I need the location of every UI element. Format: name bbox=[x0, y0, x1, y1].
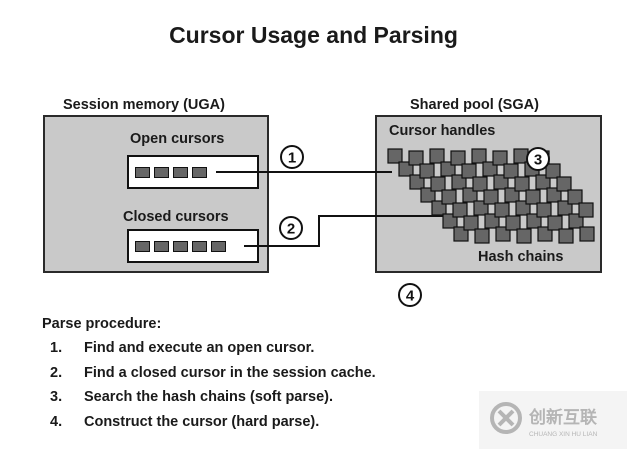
open-cursor-slot bbox=[173, 166, 188, 178]
procedure-step: 2. Find a closed cursor in the session ca… bbox=[50, 365, 376, 390]
step-text: Find and execute an open cursor. bbox=[84, 340, 315, 356]
cursor-handle-block bbox=[483, 189, 499, 205]
cursor-handle-block bbox=[514, 176, 530, 192]
step-text: Construct the cursor (hard parse). bbox=[84, 413, 320, 430]
cursor-handle-block bbox=[387, 148, 403, 164]
cursor-handle-block bbox=[429, 148, 445, 164]
watermark-logo: 创新互联 CHUANG XIN HU LIAN bbox=[479, 391, 627, 449]
open-cursor-slot bbox=[154, 166, 169, 178]
closed-cursor-slot bbox=[154, 240, 169, 252]
watermark-brand: 创新互联 bbox=[528, 407, 597, 428]
step-number: 4. bbox=[50, 413, 63, 430]
step-text: Search the hash chains (soft parse). bbox=[84, 389, 333, 405]
cursor-handle-block bbox=[513, 148, 529, 164]
uga-label: Session memory (UGA) bbox=[63, 97, 225, 113]
closed-cursors-bar bbox=[127, 229, 259, 263]
cursor-handle-block bbox=[452, 202, 468, 218]
procedure-step: 4. Construct the cursor (hard parse). bbox=[50, 414, 376, 439]
cursor-handle-block bbox=[441, 189, 457, 205]
closed-cursors-label: Closed cursors bbox=[123, 209, 229, 225]
cursor-handle-block bbox=[474, 228, 490, 244]
marker-2-circle bbox=[279, 216, 303, 240]
marker-3: 3 bbox=[534, 152, 542, 169]
cursor-handle-block bbox=[545, 163, 561, 179]
marker-1: 1 bbox=[288, 150, 296, 167]
step-number: 1. bbox=[50, 340, 63, 356]
cursor-handle-block bbox=[492, 150, 508, 166]
marker-3-circle bbox=[526, 147, 550, 171]
cursor-handles-label: Cursor handles bbox=[389, 123, 496, 139]
marker-2: 2 bbox=[287, 221, 295, 238]
cursor-handle-block bbox=[505, 215, 521, 231]
procedure-step: 1. Find and execute an open cursor. bbox=[50, 340, 376, 365]
procedure-title: Parse procedure: bbox=[42, 316, 162, 332]
step-number: 3. bbox=[50, 389, 63, 405]
cursor-handle-block bbox=[547, 215, 563, 231]
cursor-handle-block bbox=[461, 163, 477, 179]
cursor-handle-block bbox=[430, 176, 446, 192]
procedure-step: 3. Search the hash chains (soft parse). bbox=[50, 389, 376, 414]
marker-1-circle bbox=[280, 145, 304, 169]
closed-cursor-slot bbox=[135, 240, 150, 252]
closed-cursor-slot bbox=[173, 240, 188, 252]
cursor-handle-block bbox=[472, 176, 488, 192]
diagram-title: Cursor Usage and Parsing bbox=[169, 22, 458, 48]
cursor-handle-block bbox=[578, 202, 594, 218]
watermark-sub: CHUANG XIN HU LIAN bbox=[529, 431, 598, 438]
cursor-handle-block bbox=[536, 202, 552, 218]
marker-4: 4 bbox=[406, 288, 415, 305]
cursor-handle-block bbox=[450, 150, 466, 166]
cursor-handle-block bbox=[556, 176, 572, 192]
cursor-handle-block bbox=[463, 215, 479, 231]
step-text: Find a closed cursor in the session cach… bbox=[84, 364, 376, 381]
cursor-handle-block bbox=[579, 226, 595, 242]
cursor-handle-block bbox=[558, 228, 574, 244]
cursor-handle-block bbox=[503, 163, 519, 179]
sga-label: Shared pool (SGA) bbox=[410, 97, 539, 113]
closed-cursor-slot bbox=[192, 240, 207, 252]
cursor-handle-block bbox=[408, 150, 424, 166]
cursor-handle-block bbox=[471, 148, 487, 164]
open-cursors-label: Open cursors bbox=[130, 131, 225, 147]
step-number: 2. bbox=[50, 364, 63, 381]
cursor-handle-block bbox=[494, 202, 510, 218]
open-cursor-slot bbox=[192, 166, 207, 178]
marker-4-circle bbox=[398, 283, 422, 307]
open-cursor-slot bbox=[135, 166, 150, 178]
cursor-handle-block bbox=[567, 189, 583, 205]
closed-cursor-slot bbox=[211, 240, 226, 252]
hash-chain-grid bbox=[387, 148, 595, 244]
cursor-handle-block bbox=[525, 189, 541, 205]
cursor-handle-block bbox=[419, 163, 435, 179]
connector-closed-cursor-to-handle bbox=[244, 215, 443, 247]
cursor-handle-block bbox=[516, 228, 532, 244]
procedure-steps: 1. Find and execute an open cursor. 2. Fin… bbox=[50, 340, 376, 438]
hash-chains-label: Hash chains bbox=[478, 249, 564, 265]
